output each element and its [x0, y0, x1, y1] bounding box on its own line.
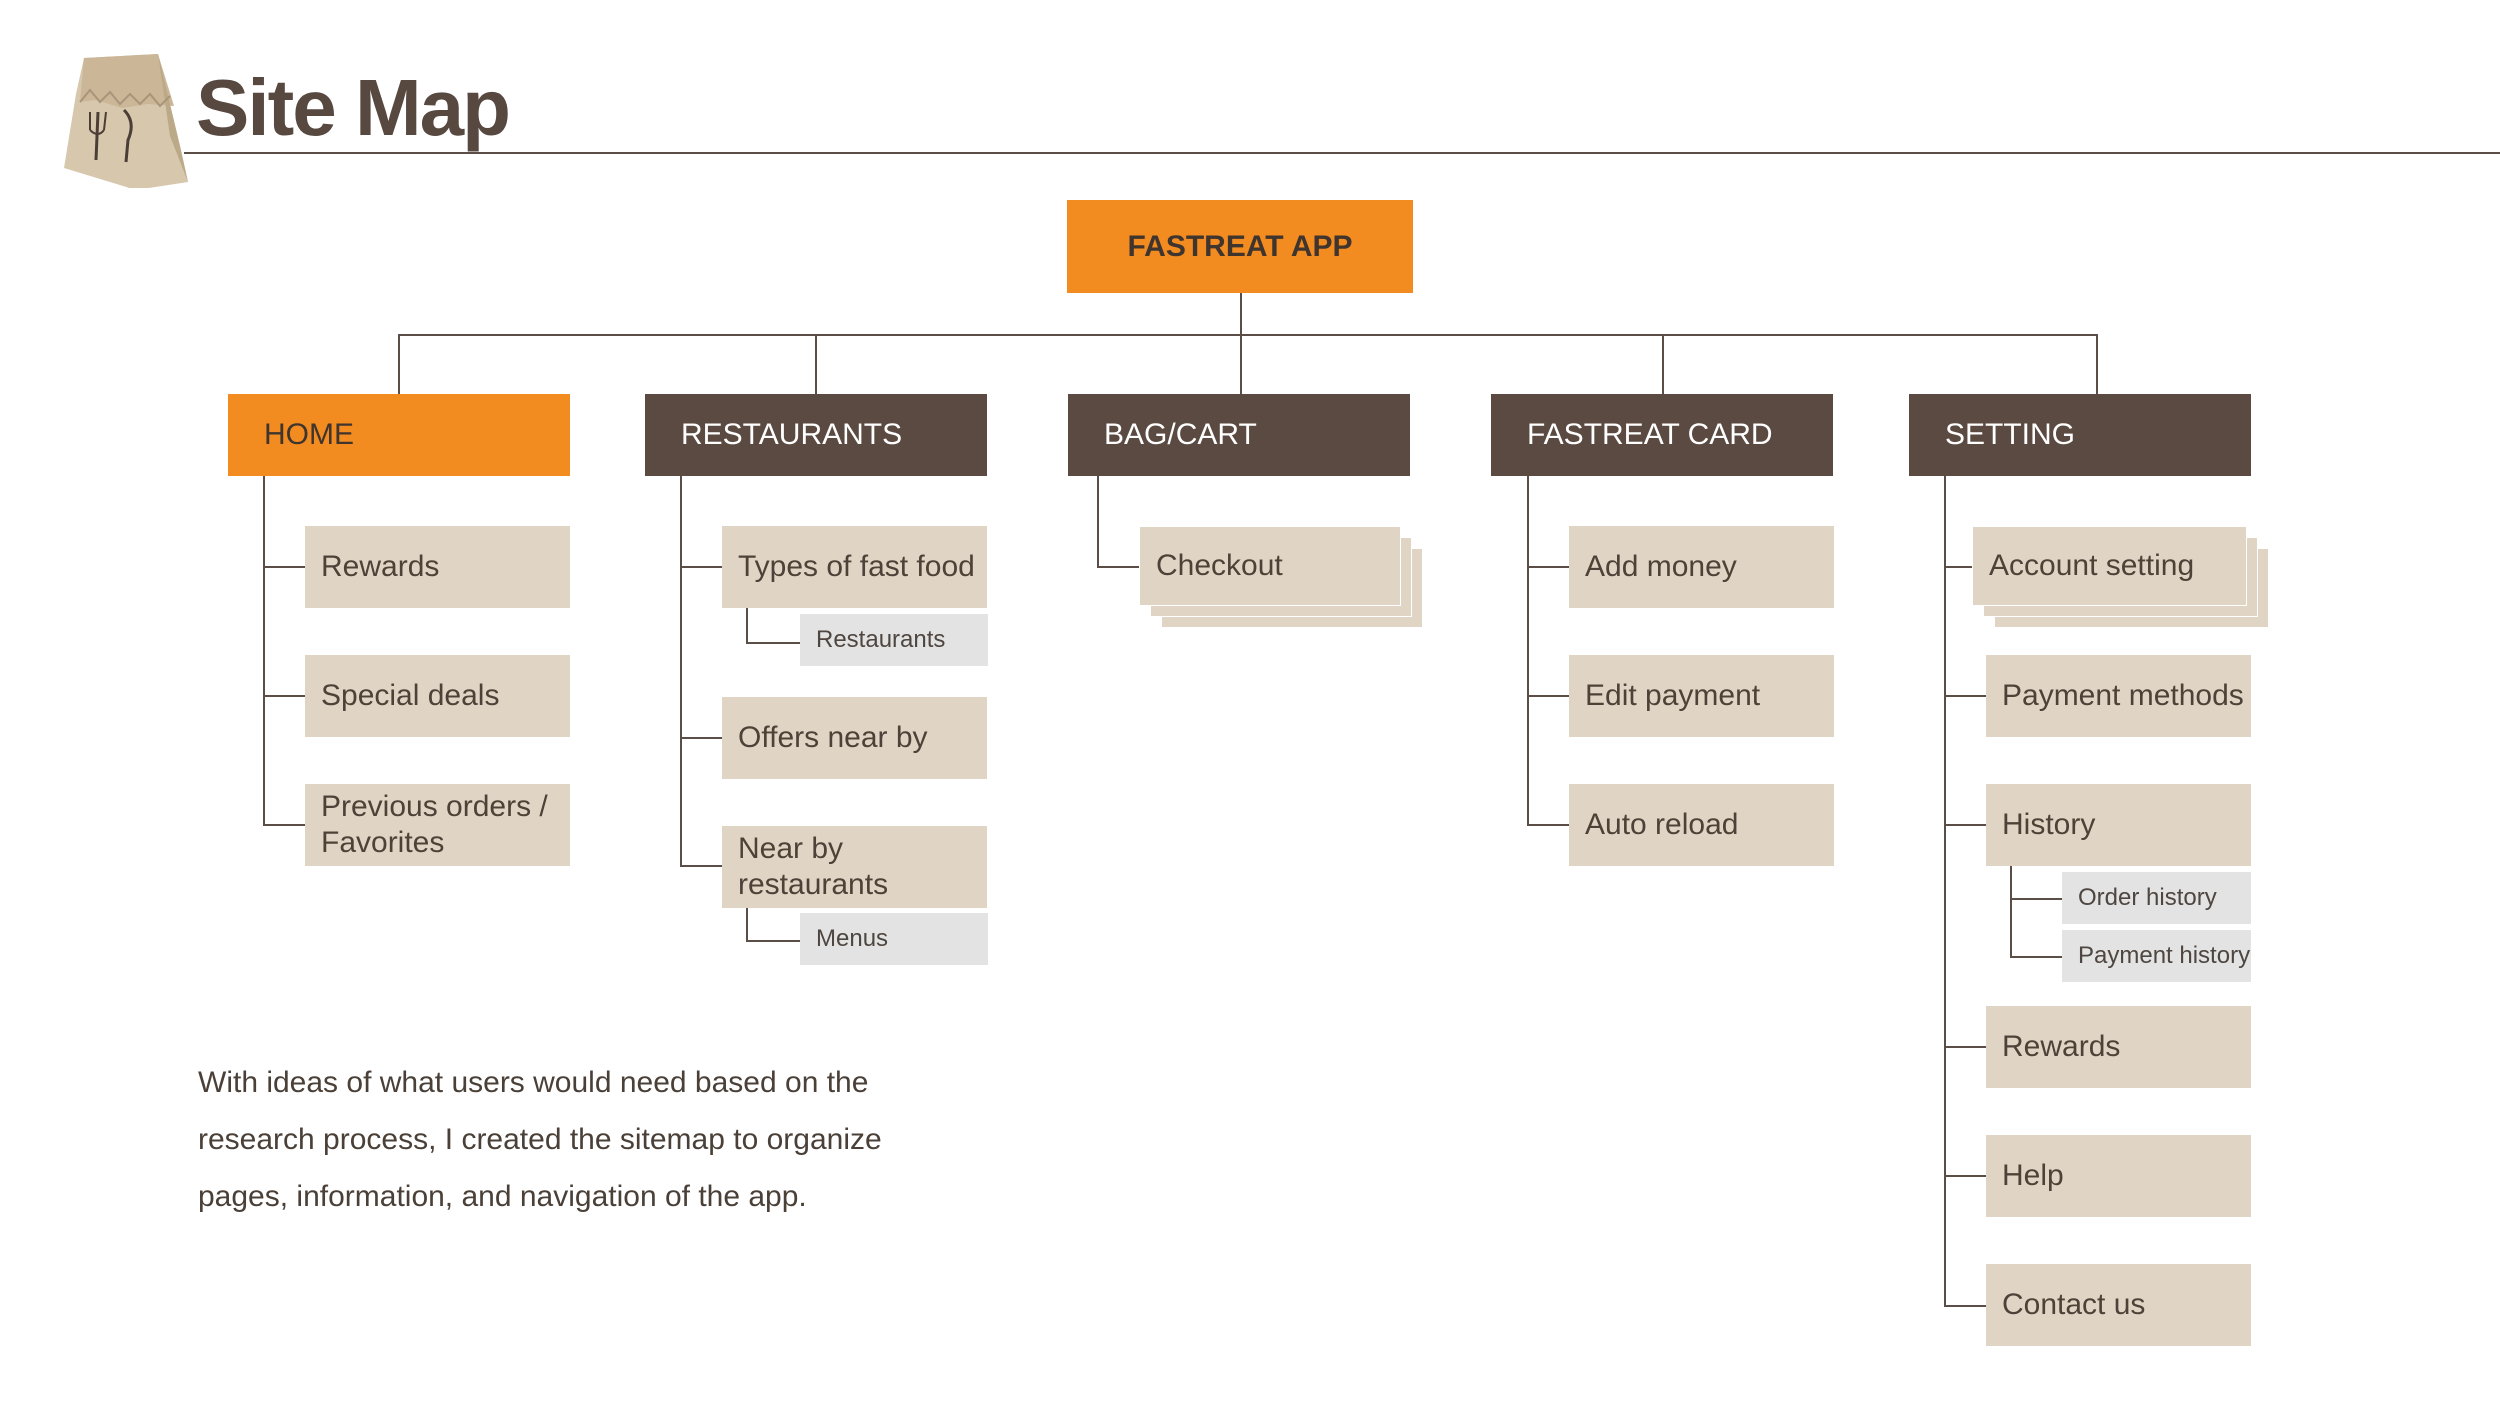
connector	[1097, 476, 1099, 568]
paper-bag-fork-knife-icon	[64, 54, 188, 188]
setting-subitem-order-history[interactable]: Order history	[2062, 872, 2251, 924]
connector	[398, 334, 400, 396]
section-restaurants[interactable]: RESTAURANTS	[645, 394, 987, 476]
section-bag-cart[interactable]: BAG/CART	[1068, 394, 1410, 476]
connector	[1944, 824, 1986, 826]
connector	[1240, 334, 1242, 396]
root-node[interactable]: FASTREAT APP	[1067, 200, 1413, 293]
connector	[1944, 1046, 1986, 1048]
connector	[746, 642, 800, 644]
home-item-special-deals[interactable]: Special deals	[305, 655, 570, 737]
connector	[746, 940, 800, 942]
connector	[2096, 334, 2098, 396]
connector	[1662, 334, 1664, 396]
setting-item-payment-methods[interactable]: Payment methods	[1986, 655, 2251, 737]
card-item-edit-payment[interactable]: Edit payment	[1569, 655, 1834, 737]
connector	[746, 908, 748, 942]
connector	[263, 695, 305, 697]
connector	[680, 476, 682, 867]
connector	[263, 566, 305, 568]
connector	[680, 737, 722, 739]
restaurants-subitem-menus[interactable]: Menus	[800, 913, 988, 965]
setting-subitem-payment-history[interactable]: Payment history	[2062, 930, 2251, 982]
description-text: With ideas of what users would need base…	[198, 1066, 882, 1213]
connector	[1944, 566, 1986, 568]
connector	[398, 334, 2098, 336]
connector	[1944, 476, 1946, 1307]
restaurants-item-types[interactable]: Types of fast food	[722, 526, 987, 608]
connector	[1944, 1175, 1986, 1177]
connector	[746, 608, 748, 644]
home-item-previous-orders[interactable]: Previous orders / Favorites	[305, 784, 570, 866]
connector	[263, 824, 305, 826]
card-item-auto-reload[interactable]: Auto reload	[1569, 784, 1834, 866]
connector	[2010, 898, 2062, 900]
connector	[680, 865, 722, 867]
connector	[2010, 956, 2062, 958]
connector	[1097, 566, 1139, 568]
section-setting[interactable]: SETTING	[1909, 394, 2251, 476]
setting-item-account[interactable]: Account setting	[1972, 526, 2247, 606]
setting-item-rewards[interactable]: Rewards	[1986, 1006, 2251, 1088]
connector	[1527, 695, 1569, 697]
section-home[interactable]: HOME	[228, 394, 570, 476]
connector	[1944, 1305, 1986, 1307]
section-fastreat-card[interactable]: FASTREAT CARD	[1491, 394, 1833, 476]
connector	[1527, 824, 1569, 826]
connector	[1527, 566, 1569, 568]
connector	[1944, 695, 1986, 697]
connector	[1240, 292, 1242, 335]
connector	[815, 334, 817, 396]
setting-item-help[interactable]: Help	[1986, 1135, 2251, 1217]
setting-item-contact[interactable]: Contact us	[1986, 1264, 2251, 1346]
card-item-add-money[interactable]: Add money	[1569, 526, 1834, 608]
connector	[1527, 476, 1529, 826]
bagcart-item-checkout[interactable]: Checkout	[1139, 526, 1401, 606]
restaurants-item-nearby[interactable]: Near by restaurants	[722, 826, 987, 908]
setting-item-history[interactable]: History	[1986, 784, 2251, 866]
restaurants-item-offers[interactable]: Offers near by	[722, 697, 987, 779]
connector	[2010, 866, 2012, 958]
connector	[263, 476, 265, 826]
home-item-rewards[interactable]: Rewards	[305, 526, 570, 608]
page-title: Site Map	[196, 63, 511, 152]
title-divider	[184, 152, 2500, 154]
restaurants-subitem-restaurants[interactable]: Restaurants	[800, 614, 988, 666]
connector	[680, 566, 722, 568]
